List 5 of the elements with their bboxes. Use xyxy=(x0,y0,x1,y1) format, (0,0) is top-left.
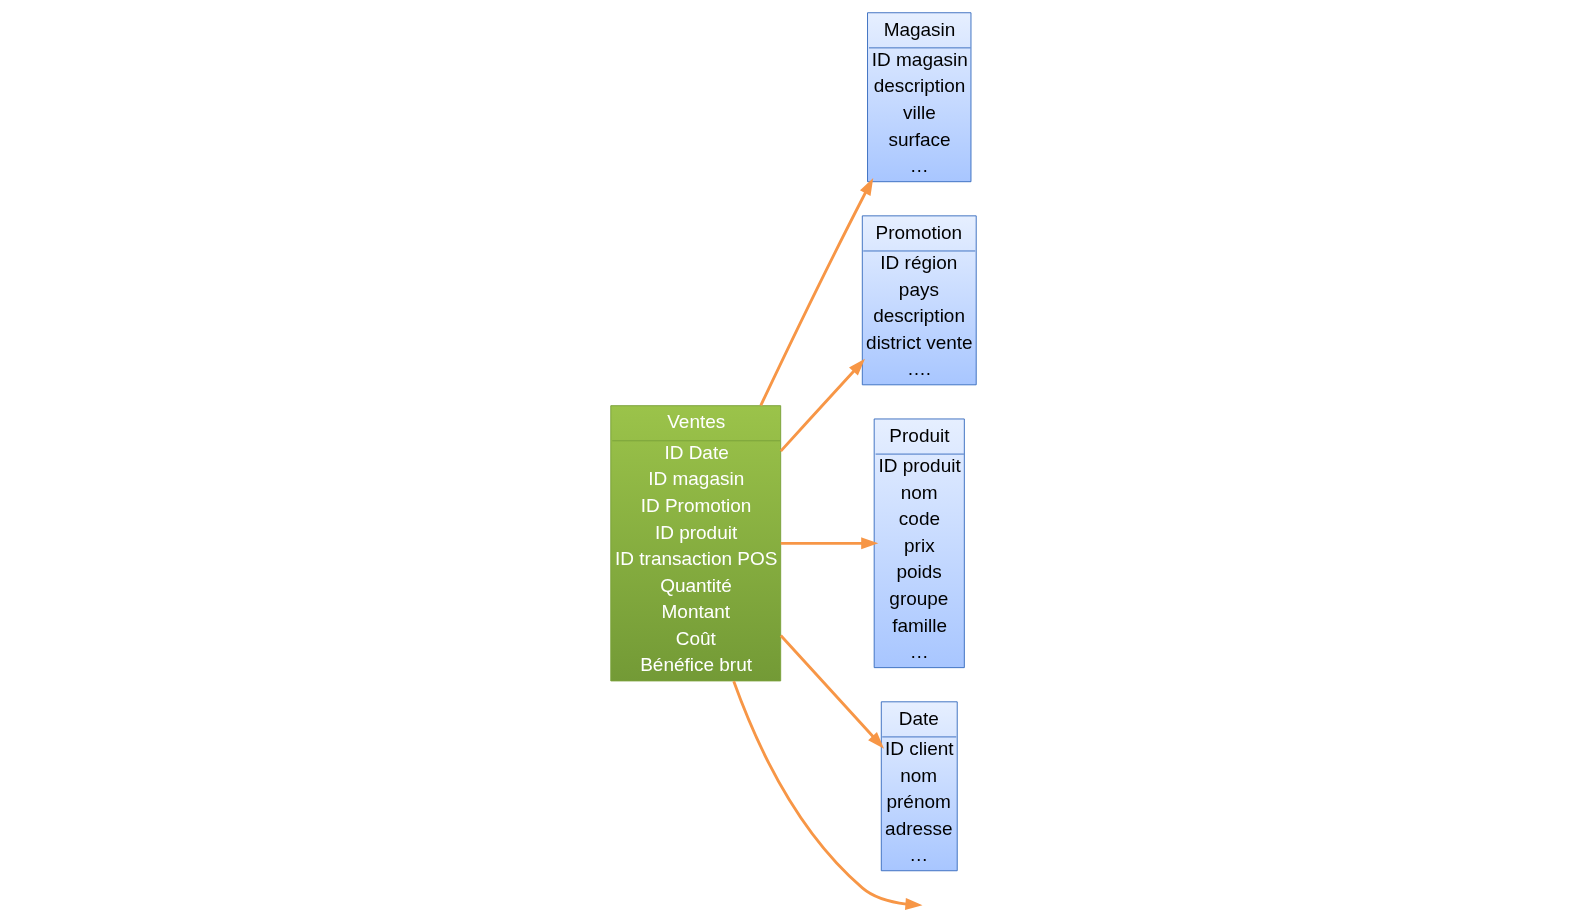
arrow xyxy=(779,634,884,749)
arrow xyxy=(779,358,865,453)
arrow xyxy=(731,680,922,910)
arrow xyxy=(780,537,878,550)
arrow xyxy=(759,178,873,406)
